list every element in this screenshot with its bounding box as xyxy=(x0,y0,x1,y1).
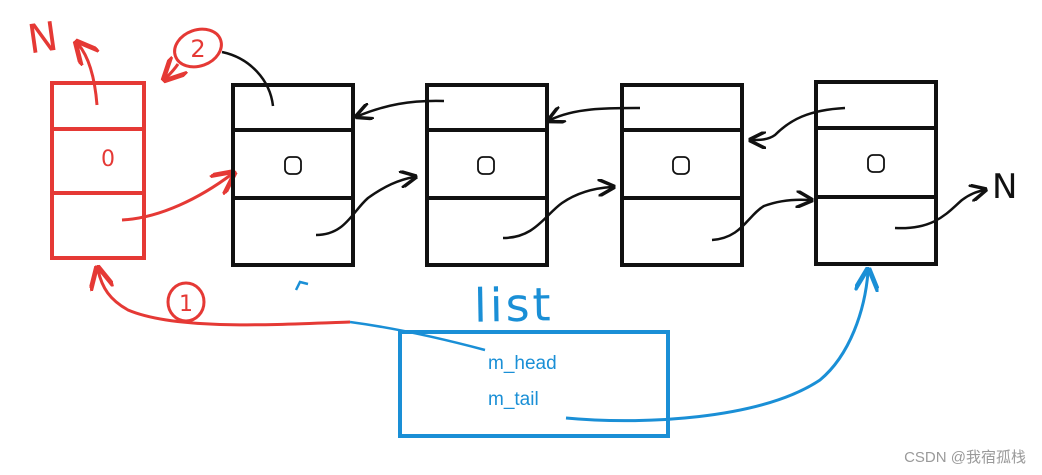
list-struct-box xyxy=(398,330,670,438)
sentinel-next-arrow xyxy=(121,174,232,222)
tail-null-mark: N xyxy=(992,167,1017,207)
sentinel-data: 0 xyxy=(101,147,115,172)
node-3 xyxy=(620,83,744,267)
svg-text:1: 1 xyxy=(179,292,193,317)
m-head-pointer-red xyxy=(98,270,351,327)
m-tail-pointer xyxy=(565,272,868,423)
node-2-prev-arrow xyxy=(358,99,445,116)
watermark: CSDN @我宿孤栈 xyxy=(904,449,1026,466)
svg-text:2: 2 xyxy=(190,35,205,63)
node-1-blue-tick xyxy=(294,280,309,291)
node-4-prev-arrow xyxy=(752,106,846,140)
node-3-prev-arrow xyxy=(550,108,641,120)
node-1 xyxy=(231,83,355,267)
step-1-mark: 1 xyxy=(166,281,206,323)
sentinel-null-mark: N xyxy=(25,14,61,64)
m-head-field: m_head xyxy=(488,353,557,374)
node-2 xyxy=(425,83,549,267)
node-1-prev-arrow xyxy=(221,50,275,107)
list-label: list xyxy=(473,277,555,333)
m-head-pointer-blue xyxy=(349,320,486,352)
node-4-next-arrow xyxy=(894,190,984,230)
sentinel-node: 0 xyxy=(50,81,146,260)
node-1-next-arrow xyxy=(315,177,414,237)
step-2-arrow xyxy=(166,64,178,78)
node-4 xyxy=(814,80,938,266)
node-2-next-arrow xyxy=(502,187,612,240)
node-3-next-arrow xyxy=(711,200,810,242)
m-tail-field: m_tail xyxy=(488,389,539,410)
sentinel-prev-arrow xyxy=(78,44,97,106)
